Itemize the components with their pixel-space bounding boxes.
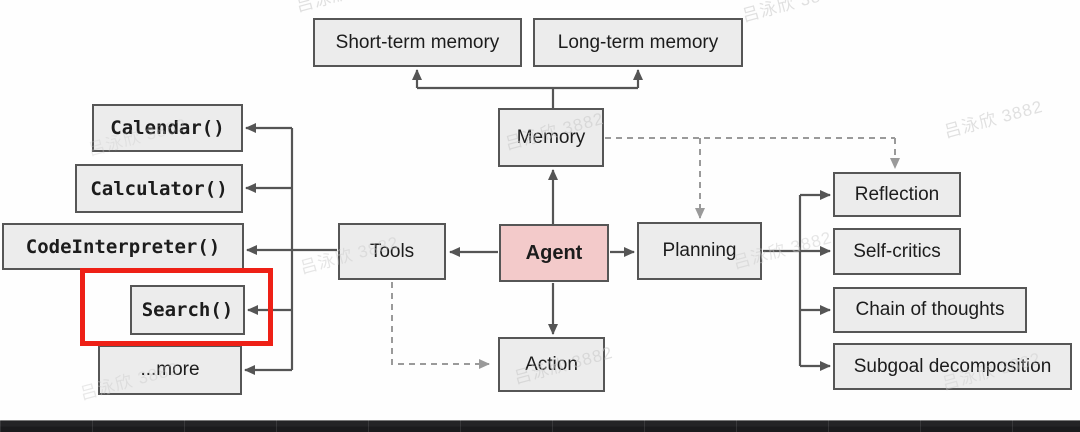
node-code-interpreter: CodeInterpreter() [2,223,244,270]
search-highlight-box [80,268,273,346]
node-short-term-memory: Short-term memory [313,18,522,67]
node-tools: Tools [338,223,446,280]
node-long-term-memory: Long-term memory [533,18,743,67]
node-more: ...more [98,345,242,395]
bottom-strip [0,420,1080,432]
node-memory: Memory [498,108,604,167]
node-agent: Agent [499,224,609,282]
node-chain-of-thoughts: Chain of thoughts [833,287,1027,333]
node-calculator: Calculator() [75,164,243,213]
dashed-tools-action [391,282,490,369]
node-planning: Planning [637,222,762,280]
node-search: Search() [130,285,245,335]
node-calendar: Calendar() [92,104,243,152]
node-action: Action [498,337,605,392]
watermark: 吕泳欣 3882 [293,0,398,17]
node-self-critics: Self-critics [833,228,961,275]
node-reflection: Reflection [833,172,961,217]
watermark: 吕泳欣 3882 [740,0,844,26]
node-subgoal-decomposition: Subgoal decomposition [833,343,1072,390]
connector-memory-split [417,86,638,108]
watermark: 吕泳欣 3882 [942,96,1046,142]
